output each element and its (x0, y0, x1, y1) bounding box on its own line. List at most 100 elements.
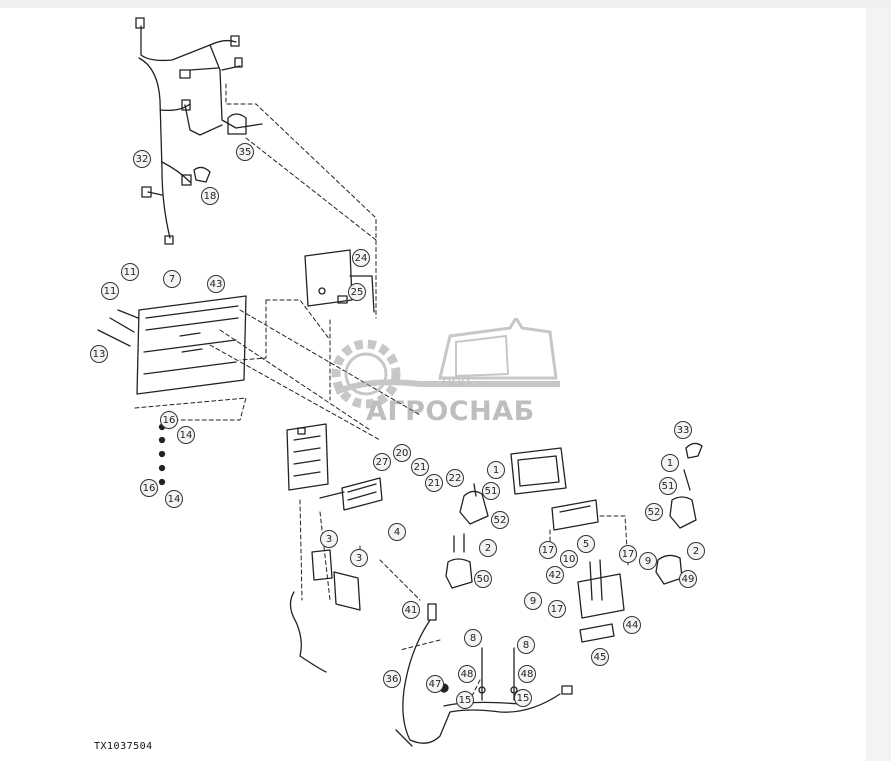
callout-label: 36 (386, 674, 399, 685)
callout-circle (524, 592, 542, 610)
callout-label: 9 (530, 596, 536, 607)
callout-label: 51 (485, 486, 498, 497)
fasteners-8-48 (439, 647, 518, 701)
callout-8: 8 (464, 629, 482, 647)
callout-27: 27 (373, 453, 391, 471)
callout-label: 9 (645, 556, 651, 567)
callout-label: 21 (428, 478, 441, 489)
callout-circle (133, 150, 151, 168)
callout-label: 48 (521, 669, 534, 680)
panel-43 (97, 295, 247, 395)
display-unit (510, 447, 567, 495)
callout-10: 10 (560, 550, 578, 568)
callout-16: 16 (160, 411, 178, 429)
harness-36 (395, 603, 573, 747)
callout-47: 47 (426, 675, 444, 693)
callout-circle (101, 282, 119, 300)
callout-14: 14 (177, 426, 195, 444)
callout-label: 51 (662, 481, 675, 492)
callout-5: 5 (577, 535, 595, 553)
callout-circle (373, 453, 391, 471)
callout-9: 9 (639, 552, 657, 570)
callout-20: 20 (393, 444, 411, 462)
module-24 (304, 249, 375, 313)
callout-label: 3 (356, 553, 362, 564)
callout-circle (619, 545, 637, 563)
callout-circle (546, 566, 564, 584)
joystick-right (655, 442, 703, 585)
callout-label: 45 (594, 652, 607, 663)
callout-circle (487, 461, 505, 479)
callout-circle (163, 270, 181, 288)
callout-15: 15 (514, 689, 532, 707)
callout-circle (207, 275, 225, 293)
callout-11: 11 (121, 263, 139, 281)
callout-circle (479, 539, 497, 557)
callout-41: 41 (402, 601, 420, 619)
callout-circle (383, 670, 401, 688)
callout-label: 2 (485, 543, 491, 554)
callout-label: 8 (523, 640, 529, 651)
callout-25: 25 (348, 283, 366, 301)
callout-circle (388, 523, 406, 541)
callout-label: 50 (477, 574, 490, 585)
callout-circle (456, 691, 474, 709)
callout-circle (687, 542, 705, 560)
module-4 (319, 477, 383, 511)
callout-circle (348, 283, 366, 301)
callout-51: 51 (482, 482, 500, 500)
callout-2: 2 (687, 542, 705, 560)
callout-label: 11 (104, 286, 117, 297)
callout-label: 21 (414, 462, 427, 473)
callout-8: 8 (517, 636, 535, 654)
figure-id: TX1037504 (94, 741, 153, 752)
callout-label: 43 (210, 279, 223, 290)
callout-circle (90, 345, 108, 363)
bracket-lower-left (289, 549, 361, 673)
callout-16: 16 (140, 479, 158, 497)
callout-33: 33 (674, 421, 692, 439)
callout-4: 4 (388, 523, 406, 541)
callout-22: 22 (446, 469, 464, 487)
callout-18: 18 (201, 187, 219, 205)
callout-11: 11 (101, 282, 119, 300)
callout-9: 9 (524, 592, 542, 610)
callout-circle (560, 550, 578, 568)
callout-circle (320, 530, 338, 548)
callout-label: 10 (563, 554, 576, 565)
callout-49: 49 (679, 570, 697, 588)
callout-circle (177, 426, 195, 444)
callout-label: 2 (693, 546, 699, 557)
harness-32 (135, 17, 263, 245)
callout-2: 2 (479, 539, 497, 557)
fuse-relay-board (286, 423, 329, 491)
callout-52: 52 (645, 503, 663, 521)
callout-label: 41 (405, 605, 418, 616)
callout-label: 17 (622, 549, 635, 560)
callout-50: 50 (474, 570, 492, 588)
callout-label: 16 (163, 415, 176, 426)
callout-circle (140, 479, 158, 497)
callout-circle (121, 263, 139, 281)
callout-44: 44 (623, 616, 641, 634)
callout-circle (160, 411, 178, 429)
callout-circle (458, 665, 476, 683)
callout-circle (411, 458, 429, 476)
callout-label: 20 (396, 448, 409, 459)
callout-circle (393, 444, 411, 462)
callout-circle (645, 503, 663, 521)
callout-circle (679, 570, 697, 588)
callout-circle (518, 665, 536, 683)
callout-label: 4 (394, 527, 400, 538)
callout-label: 13 (93, 349, 106, 360)
fastener-stack (158, 423, 166, 486)
callout-circle (661, 454, 679, 472)
callout-48: 48 (458, 665, 476, 683)
callout-label: 14 (180, 430, 193, 441)
callout-32: 32 (133, 150, 151, 168)
callout-7: 7 (163, 270, 181, 288)
callout-label: 49 (682, 574, 695, 585)
scroll-gutter (866, 8, 891, 761)
callout-circle (639, 552, 657, 570)
